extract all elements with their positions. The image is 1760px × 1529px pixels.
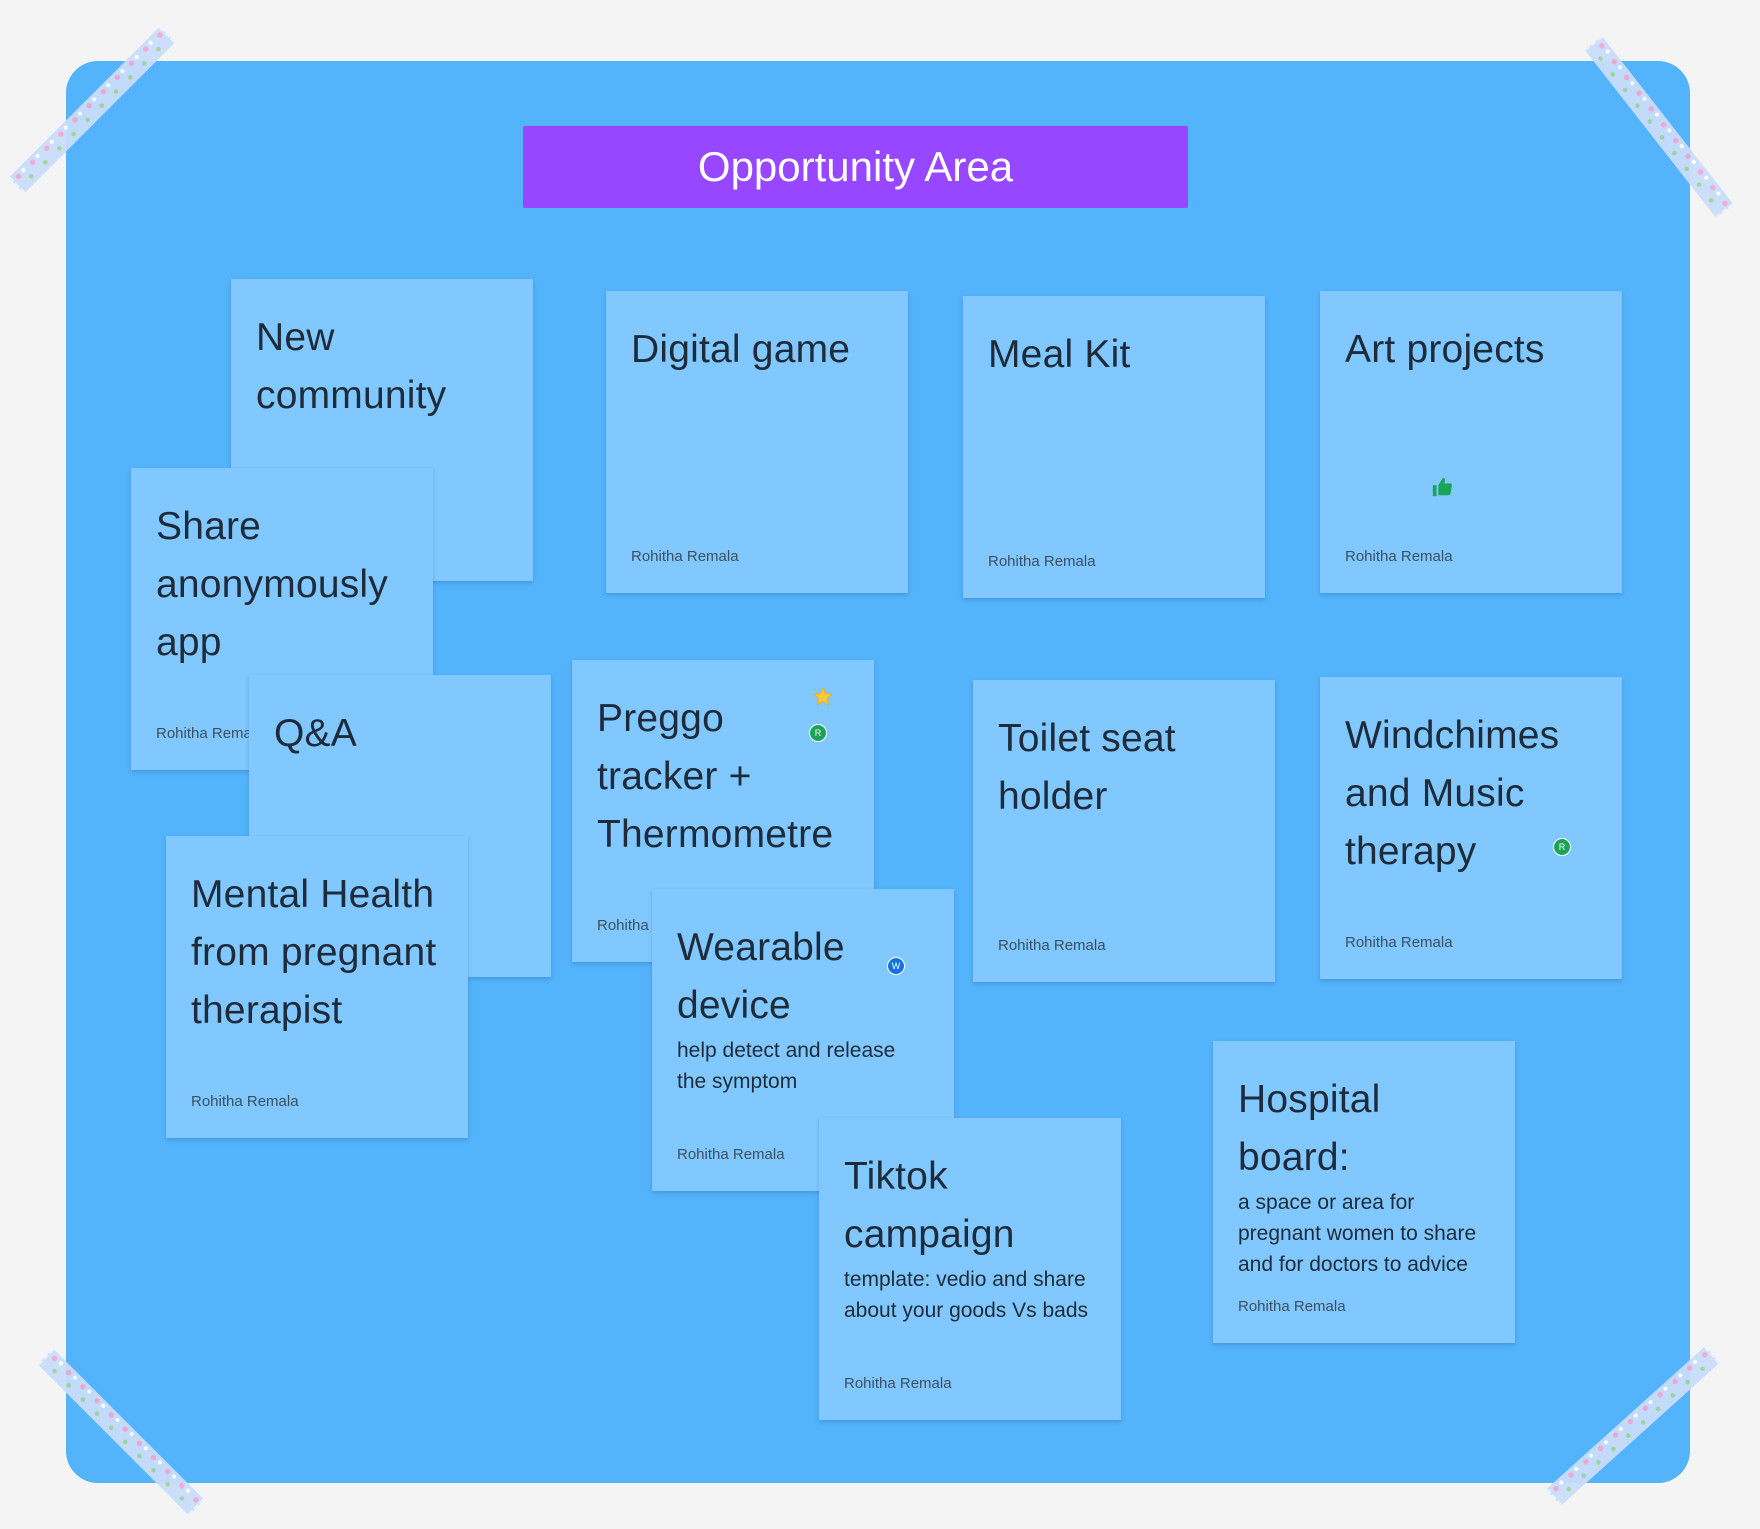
- note-author: Rohitha Remala: [631, 548, 739, 565]
- title-text: Opportunity Area: [697, 143, 1014, 190]
- note-author: Rohitha Remala: [998, 937, 1106, 954]
- title-banner[interactable]: Opportunity Area: [523, 126, 1188, 208]
- note-author: Rohitha Remala: [156, 725, 264, 742]
- sticky-note-toilet-seat-holder[interactable]: Toilet seat holder Rohitha Remala: [973, 680, 1275, 982]
- note-title: Q&A: [274, 712, 357, 755]
- note-body: template: vedio and share about your goo…: [844, 1268, 1089, 1322]
- note-author: Rohitha Remala: [191, 1093, 299, 1110]
- sticky-note-hospital-board[interactable]: Hospital board: a space or area for preg…: [1213, 1041, 1515, 1343]
- note-title: Preggo tracker + Thermometre: [597, 697, 834, 856]
- note-title: Digital game: [631, 328, 851, 371]
- sticky-note-meal-kit[interactable]: Meal Kit Rohitha Remala: [963, 296, 1265, 598]
- note-title: Hospital board:: [1238, 1078, 1381, 1179]
- note-author: Rohitha Remala: [677, 1146, 785, 1163]
- thumbs-up-icon[interactable]: [1431, 476, 1453, 498]
- note-title: Tiktok campaign: [844, 1155, 1015, 1256]
- note-title: Art projects: [1345, 328, 1545, 371]
- note-author: Rohitha Remala: [1345, 934, 1453, 951]
- note-title: Meal Kit: [988, 333, 1131, 376]
- note-author: Rohitha Remala: [988, 553, 1096, 570]
- note-author: Rohitha Remala: [844, 1375, 952, 1392]
- note-body: help detect and release the symptom: [677, 1039, 896, 1093]
- sticky-note-tiktok-campaign[interactable]: Tiktok campaign template: vedio and shar…: [819, 1118, 1121, 1420]
- note-title: New community: [256, 316, 447, 417]
- avatar-badge-r[interactable]: R: [809, 724, 827, 742]
- note-title: Wearable device: [677, 926, 845, 1027]
- avatar-badge-w[interactable]: W: [887, 957, 905, 975]
- sticky-note-art-projects[interactable]: Art projects Rohitha Remala: [1320, 291, 1622, 593]
- note-author: Rohitha Remala: [1345, 548, 1453, 565]
- sticky-note-windchimes[interactable]: Windchimes and Music therapy R Rohitha R…: [1320, 677, 1622, 979]
- note-author: Rohitha Remala: [1238, 1298, 1346, 1315]
- star-icon[interactable]: [812, 686, 834, 708]
- note-body: a space or area for pregnant women to sh…: [1238, 1191, 1477, 1276]
- note-title: Mental Health from pregnant therapist: [191, 873, 437, 1032]
- sticky-note-digital-game[interactable]: Digital game Rohitha Remala: [606, 291, 908, 593]
- note-title: Toilet seat holder: [998, 717, 1176, 818]
- sticky-note-mental-health[interactable]: Mental Health from pregnant therapist Ro…: [166, 836, 468, 1138]
- note-title: Share anonymously app: [156, 505, 388, 664]
- note-title: Windchimes and Music therapy: [1345, 714, 1560, 873]
- avatar-badge-r[interactable]: R: [1553, 838, 1571, 856]
